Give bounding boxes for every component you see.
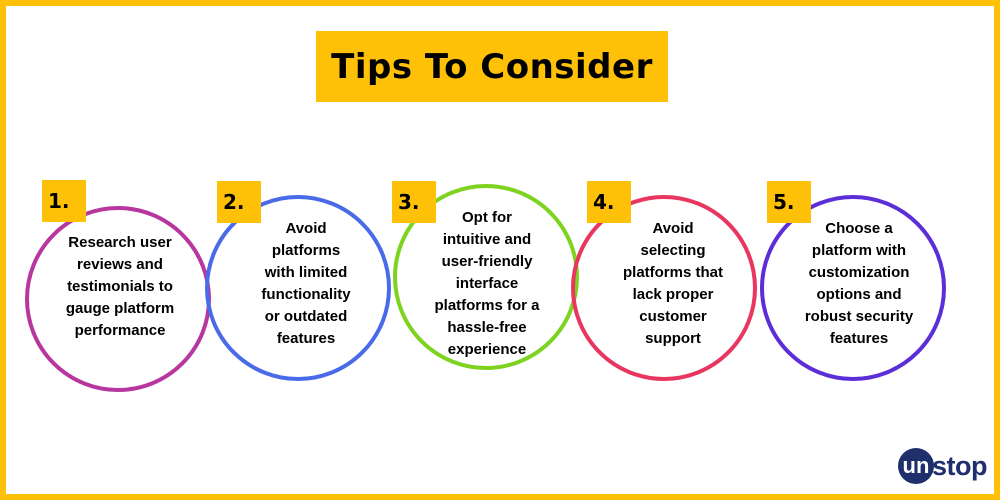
logo-initial: un [902,453,930,478]
tip-number: 3. [398,190,420,214]
tip-circle [571,195,757,381]
tip-number-badge: 5. [767,181,811,223]
tip-number-badge: 1. [42,180,86,222]
tip-text: Research user reviews and testimonials t… [65,234,175,339]
tip-number: 5. [773,190,795,214]
logo-badge: un [898,448,934,484]
tip-text: Opt for intuitive and user-friendly inte… [434,209,540,358]
tip-circle [760,195,946,381]
tip-text: Avoid selecting platforms that lack prop… [622,220,723,347]
tip-number-badge: 4. [587,181,631,223]
unstop-logo: un stop [898,448,988,484]
tip-circle [205,195,391,381]
logo-wordmark: stop [932,450,988,481]
tip-text: Choose a platform with customization opt… [804,220,914,347]
page-title: Tips To Consider [331,46,653,87]
tip-number: 4. [593,190,615,214]
tip-number: 2. [223,190,245,214]
title-banner: Tips To Consider [316,31,668,102]
tip-number-badge: 3. [392,181,436,223]
tip-number: 1. [48,189,70,213]
tip-number-badge: 2. [217,181,261,223]
tip-text: Avoid platforms with limited functionali… [261,220,351,347]
